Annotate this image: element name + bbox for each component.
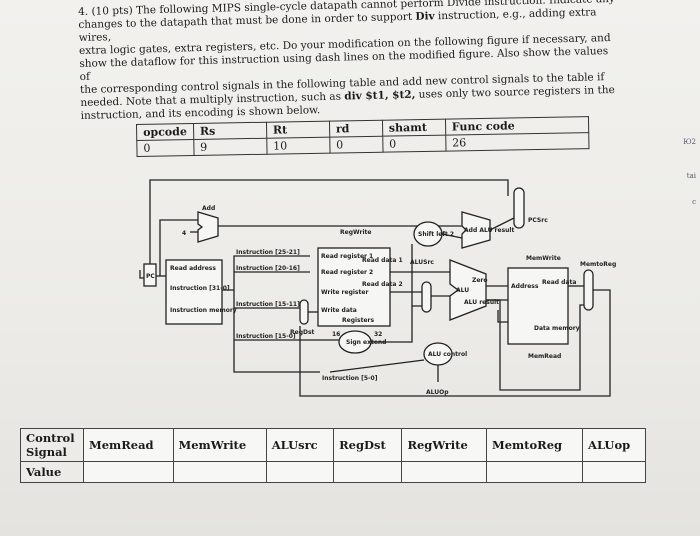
sign-extend-label: Sign extend — [346, 339, 386, 346]
column-alusrc: ALUsrc — [265, 428, 335, 462]
margin-note: Ю2 — [683, 138, 696, 146]
encoding-value: 26 — [445, 132, 589, 152]
regdst-label: RegDst — [290, 329, 315, 336]
alu-label: ALU — [456, 287, 469, 294]
shift-left-2-label: Shift left 2 — [418, 231, 454, 238]
bits-32-label: 32 — [374, 331, 382, 338]
column-memtoreg: MemtoReg — [485, 428, 584, 462]
control-signal-header: Control Signal — [20, 428, 84, 462]
bits-16-label: 16 — [332, 331, 340, 338]
value-cell-regwrite[interactable] — [401, 461, 487, 483]
value-cell-regdst[interactable] — [333, 461, 403, 483]
read-register-1-label: Read register 1 — [321, 253, 373, 260]
encoding-header: shamt — [382, 119, 446, 137]
read-address-label: Read address — [170, 265, 216, 272]
value-cell-alusrc[interactable] — [265, 461, 335, 483]
zero-label: Zero — [472, 277, 488, 284]
pc-label: PC — [146, 273, 155, 280]
encoding-value: 9 — [193, 138, 267, 156]
encoding-header: opcode — [136, 123, 194, 141]
alu-result-label: ALU result — [464, 299, 499, 306]
question-points: (10 pts) — [91, 4, 133, 18]
value-cell-memread[interactable] — [83, 461, 174, 483]
instr-15-0: Instruction [15-0] — [236, 333, 296, 340]
column-regwrite: RegWrite — [401, 428, 487, 462]
registers-label: Registers — [342, 317, 375, 324]
margin-note: tai — [686, 172, 696, 180]
instr-15-11: Instruction [15-11] — [236, 301, 300, 308]
value-cell-memtoreg[interactable] — [485, 461, 584, 483]
aluop-label: ALUOp — [426, 389, 449, 396]
encoding-header: Rt — [266, 121, 330, 139]
question-number: 4. — [78, 5, 89, 18]
write-data-label: Write data — [321, 307, 357, 314]
memwrite-label: MemWrite — [526, 255, 561, 262]
column-regdst: RegDst — [333, 428, 403, 462]
value-cell-aluop[interactable] — [582, 461, 646, 483]
div-keyword: Div — [415, 10, 435, 23]
alusrc-label: ALUSrc — [410, 259, 434, 266]
add-alu-result-label: Add ALU result — [464, 227, 514, 234]
margin-note: c — [692, 198, 696, 206]
add-label: Add — [202, 205, 215, 212]
encoding-value: 10 — [266, 137, 330, 155]
instr-25-21: Instruction [25-21] — [236, 249, 300, 256]
regwrite-label: RegWrite — [340, 229, 371, 236]
read-data-1-label: Read data 1 — [362, 257, 403, 264]
write-register-label: Write register — [321, 289, 368, 296]
div-example: div $t1, $t2, — [344, 88, 416, 103]
column-memread: MemRead — [83, 428, 174, 462]
memread-label: MemRead — [528, 353, 561, 360]
instr-20-16: Instruction [20-16] — [236, 265, 300, 272]
read-data-2-label: Read data 2 — [362, 281, 403, 288]
instruction-label: Instruction [31-0] — [170, 285, 230, 292]
value-cell-memwrite[interactable] — [172, 461, 267, 483]
constant-four: 4 — [182, 230, 186, 237]
read-data-label: Read data — [542, 279, 576, 286]
data-memory-label: Data memory — [534, 325, 580, 332]
address-label: Address — [511, 283, 539, 290]
question-text: 4. (10 pts) The following MIPS single-cy… — [78, 0, 621, 123]
control-signal-table: Control Signal MemRead MemWrite ALUsrc R… — [20, 428, 646, 483]
pcsrc-label: PCSrc — [528, 217, 548, 224]
encoding-value: 0 — [136, 139, 194, 157]
memtoreg-label: MemtoReg — [580, 261, 616, 268]
alu-control-label: ALU control — [428, 351, 467, 358]
column-aluop: ALUop — [582, 428, 646, 462]
encoding-header: rd — [329, 120, 383, 138]
column-memwrite: MemWrite — [172, 428, 267, 462]
mips-datapath-diagram: Add 4 PC Read address Instruction [31-0]… — [139, 179, 616, 397]
encoding-header: Rs — [193, 122, 267, 140]
instr-5-0: Instruction [5-0] — [322, 375, 378, 382]
encoding-value: 0 — [382, 135, 446, 153]
instruction-memory-label: Instruction memory — [170, 307, 237, 314]
read-register-2-label: Read register 2 — [321, 269, 373, 276]
value-row-header: Value — [20, 461, 84, 483]
encoding-value: 0 — [329, 136, 383, 154]
